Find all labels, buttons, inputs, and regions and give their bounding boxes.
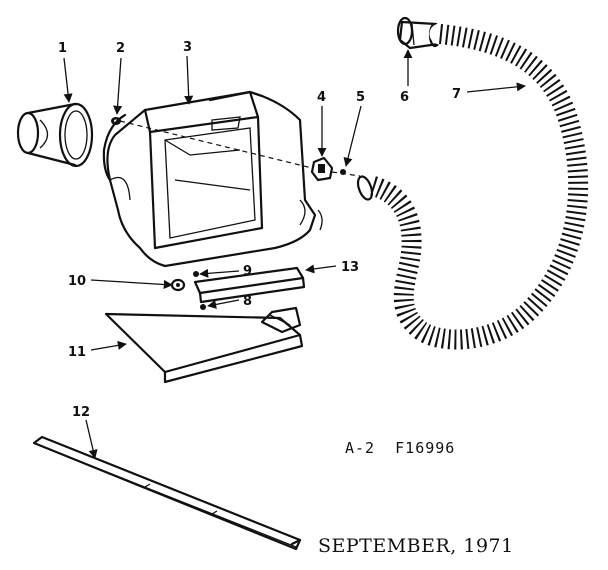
callout-1: 1 — [58, 41, 67, 56]
callout-13: 13 — [341, 260, 359, 275]
figure-code: A-2 F16996 — [345, 439, 455, 457]
callout-5: 5 — [356, 90, 365, 105]
part-11-tray — [104, 306, 304, 384]
part-3-housing — [102, 90, 323, 268]
part-10-nut — [170, 278, 186, 292]
part-1-cone-nozzle — [16, 102, 94, 168]
callout-10: 10 — [68, 274, 86, 289]
part-9-screw — [193, 271, 199, 277]
callout-2: 2 — [116, 41, 125, 56]
part-4-clamp — [310, 156, 334, 182]
part-12-strip — [32, 435, 302, 551]
callout-12: 12 — [72, 405, 90, 420]
part-8-screw — [200, 304, 206, 310]
part-7-hose — [356, 23, 589, 350]
callout-8: 8 — [243, 294, 252, 309]
callout-9: 9 — [243, 264, 252, 279]
assembly-line-grommet — [119, 120, 313, 169]
callout-3: 3 — [183, 40, 192, 55]
assembly-line-hose — [331, 171, 361, 177]
callout-11: 11 — [68, 345, 86, 360]
leader-lines — [63, 49, 526, 459]
callout-6: 6 — [400, 90, 409, 105]
callout-4: 4 — [317, 90, 326, 105]
callout-7: 7 — [452, 87, 461, 102]
date-caption: SEPTEMBER, 1971 — [318, 535, 514, 557]
part-13-bracket — [193, 266, 306, 304]
